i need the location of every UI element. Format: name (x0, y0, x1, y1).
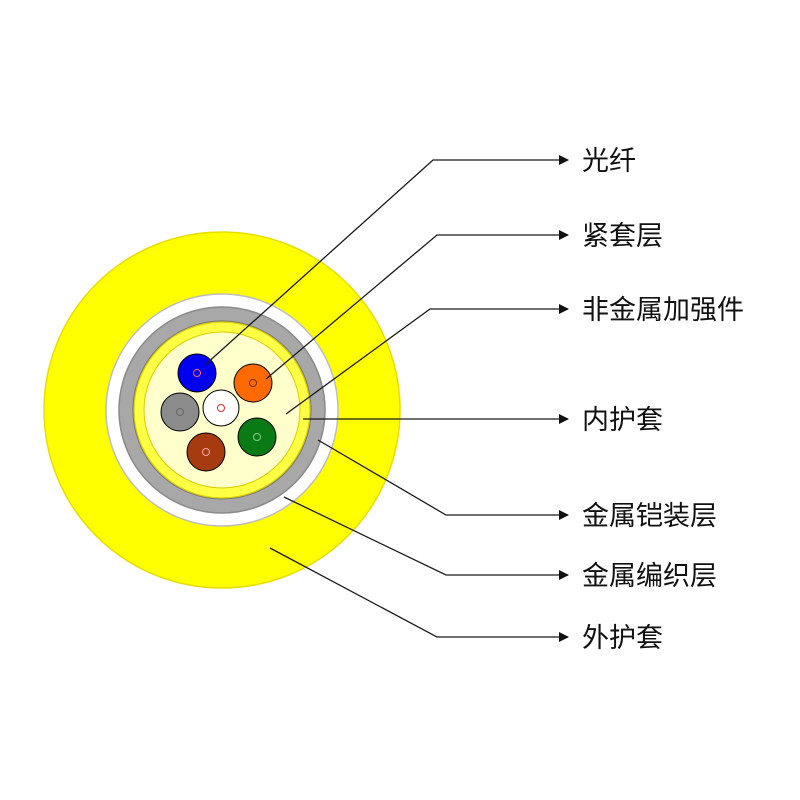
label-optical-fiber: 光纤 (582, 146, 636, 177)
fiber-white (202, 389, 240, 427)
leader-metal-armor (317, 439, 569, 520)
label-outer-sheath: 外护套 (582, 623, 663, 654)
label-nonmetal-strength: 非金属加强件 (582, 295, 744, 326)
label-inner-sheath: 内护套 (582, 405, 663, 436)
label-metal-braid: 金属编织层 (582, 561, 717, 592)
label-metal-armor: 金属铠装层 (582, 501, 717, 532)
leader-metal-braid (283, 496, 569, 580)
fiber-gray (160, 392, 200, 432)
leader-nonmetal-strength (285, 304, 569, 415)
leader-outer-sheath (269, 547, 569, 642)
fiber-brown (186, 432, 226, 472)
armor-inner-edge (132, 320, 312, 500)
label-tight-buffer: 紧套层 (582, 221, 663, 252)
fiber-orange (233, 363, 273, 403)
leader-tight-buffer (265, 230, 569, 380)
fiber-green (237, 417, 277, 457)
leader-optical-fiber (204, 155, 569, 366)
